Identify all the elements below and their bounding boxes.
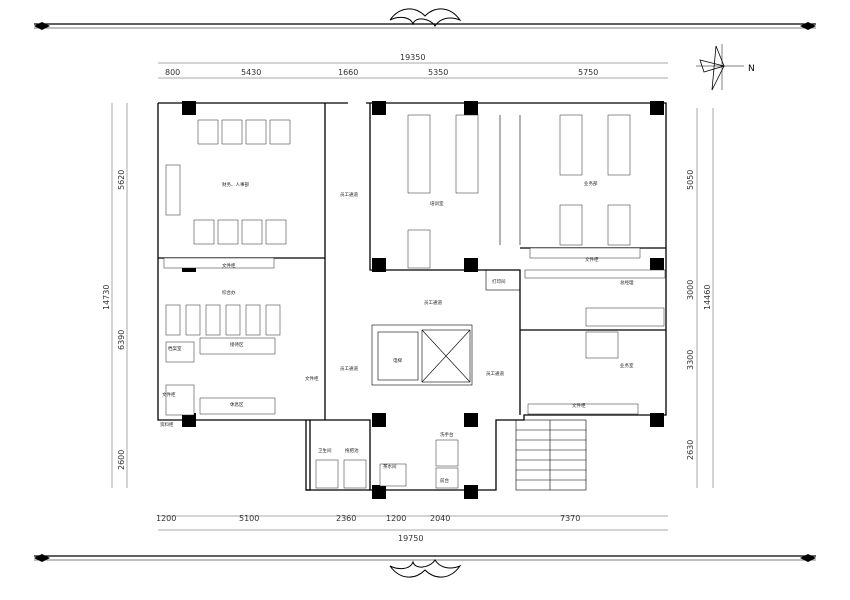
compass-label: N (748, 64, 755, 74)
dim-right-seg-2: 3000 (686, 280, 695, 300)
right-dimensions: 5050 3000 3300 2630 14460 (686, 170, 712, 460)
dim-left-seg-1: 5620 (117, 170, 126, 190)
dim-top-seg-4: 5350 (428, 68, 448, 77)
dimension-lines (111, 62, 714, 531)
dim-bottom-seg-2: 5100 (239, 514, 259, 523)
room-label-sales: 业务部 (584, 180, 598, 187)
interior-lines (371, 115, 521, 386)
dim-bottom-seg-3: 2360 (336, 514, 356, 523)
dim-top-seg-1: 800 (165, 68, 180, 77)
room-label-washroom: 卫生间 (318, 447, 332, 454)
room-label-cabinet-e: 文件柜 (162, 391, 176, 398)
room-label-training: 培训室 (430, 200, 444, 207)
washroom-fixtures (315, 439, 459, 489)
dim-left-seg-2: 6390 (117, 330, 126, 350)
dim-bottom-seg-1: 1200 (156, 514, 176, 523)
dim-top-seg-5: 5750 (578, 68, 598, 77)
top-dimensions: 19350 800 5430 1660 5350 5750 (165, 53, 598, 77)
dim-top-seg-3: 1660 (338, 68, 358, 77)
room-label-cabinet-d: 文件柜 (305, 375, 319, 382)
left-dimensions: 14730 5620 6390 2600 (102, 170, 126, 470)
room-label-washbasin: 洗手台 (440, 431, 454, 438)
room-label-cabinet-a: 文件柜 (222, 262, 236, 269)
dim-right-seg-1: 5050 (686, 170, 695, 190)
room-label-corridor-west-upper: 员工通道 (340, 191, 358, 198)
room-label-pantry: 茶水间 (383, 463, 397, 470)
dim-top-seg-2: 5430 (241, 68, 261, 77)
dim-bottom-total: 19750 (398, 534, 423, 543)
dim-right-seg-3: 3300 (686, 350, 695, 370)
outer-walls (157, 102, 667, 491)
room-label-meeting: 业务室 (620, 362, 634, 369)
room-label-storage: 资料柜 (160, 421, 174, 428)
room-label-records: 档案室 (168, 345, 182, 352)
bottom-dimensions: 1200 5100 2360 1200 2040 7370 19750 (156, 514, 580, 543)
dim-right-seg-4: 2630 (686, 440, 695, 460)
dim-top-total: 19350 (400, 53, 425, 62)
room-label-stair-small: 前台 (440, 477, 449, 484)
north-arrow-icon: N (696, 44, 755, 91)
room-label-corridor-west-lower: 员工通道 (340, 365, 358, 372)
room-label-mop: 拖把池 (345, 447, 359, 454)
ornament-icon (389, 559, 462, 578)
room-label-manager: 总经理 (620, 279, 634, 286)
dim-bottom-seg-6: 7370 (560, 514, 580, 523)
dim-left-total: 14730 (102, 285, 111, 310)
room-label-corridor-center: 员工通道 (424, 299, 442, 306)
bottom-ornament-border (34, 554, 816, 578)
dim-bottom-seg-4: 1200 (386, 514, 406, 523)
top-ornament-border (34, 8, 816, 30)
dim-right-total: 14460 (703, 285, 712, 310)
room-label-print: 打印间 (492, 278, 506, 285)
dim-bottom-seg-5: 2040 (430, 514, 450, 523)
room-label-corridor-east: 员工通道 (486, 370, 504, 377)
stairs (515, 419, 587, 491)
room-label-general-office: 综合办 (222, 289, 236, 296)
room-label-cabinet-c: 文件柜 (572, 402, 586, 409)
room-label-lounge: 休息区 (230, 401, 244, 408)
room-label-reception: 接待区 (230, 341, 244, 348)
dim-left-seg-3: 2600 (117, 450, 126, 470)
room-label-cabinet-b: 文件柜 (585, 256, 599, 263)
office-furniture (163, 114, 666, 416)
ornament-icon (389, 8, 462, 27)
room-labels: 财务、人事部 综合办 员工通道 员工通道 员工通道 员工通道 培训室 业务部 总… (160, 180, 634, 484)
room-label-elevator: 电梯 (393, 357, 402, 364)
room-label-finance: 财务、人事部 (222, 181, 249, 188)
